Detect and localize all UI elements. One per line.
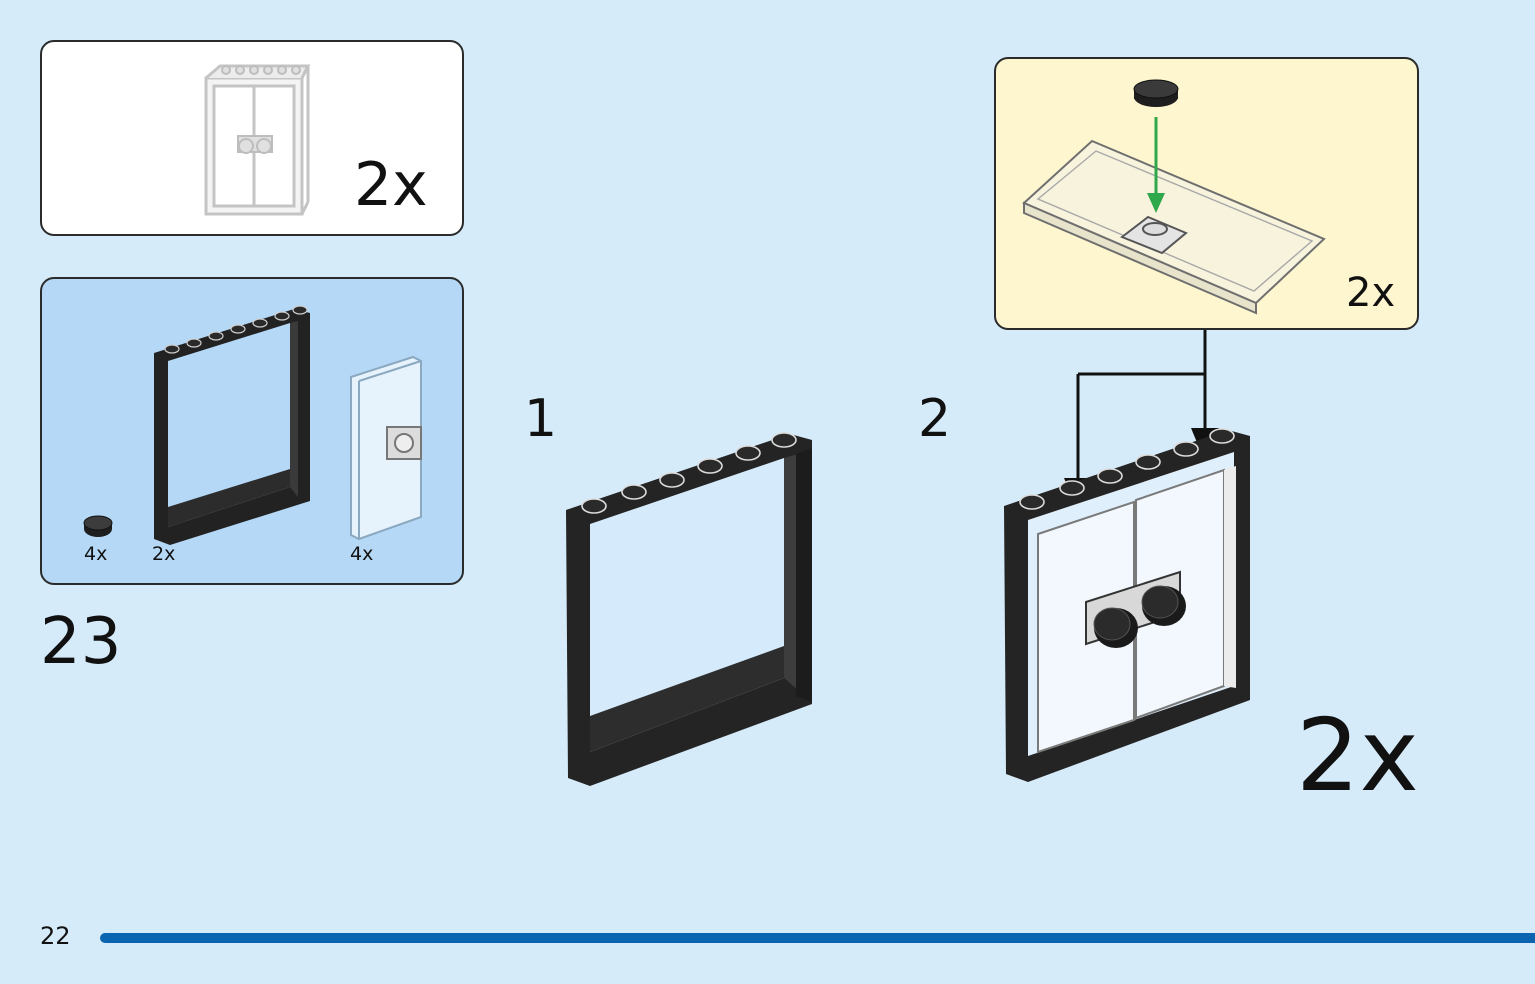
window-assembly-preview-icon <box>204 64 311 216</box>
parts-list-box: 4x 2x 4x <box>40 277 464 585</box>
window-frame-icon <box>566 432 812 786</box>
result-multiplier: 2x <box>354 150 428 220</box>
parts-item-qty: 2x <box>152 543 176 565</box>
sub-assembly-multiplier: 2x <box>1346 270 1396 316</box>
glass-pane-assembly-icon <box>1022 79 1326 315</box>
parts-item-qty: 4x <box>84 543 108 565</box>
assembly-multiplier: 2x <box>1296 697 1419 814</box>
window-assembly-icon <box>1004 428 1250 782</box>
glass-pane-icon <box>350 355 422 541</box>
sub-step-number-1: 1 <box>524 389 558 449</box>
window-frame-icon <box>154 305 310 545</box>
sub-step-number-2: 2 <box>918 389 952 449</box>
round-tile-icon <box>83 515 113 537</box>
step-number: 23 <box>40 605 122 679</box>
result-preview-box: 2x <box>40 40 464 236</box>
progress-bar <box>100 933 1535 943</box>
parts-item-qty: 4x <box>350 543 374 565</box>
sub-assembly-box: 2x <box>994 57 1419 330</box>
page-number: 22 <box>40 922 71 950</box>
